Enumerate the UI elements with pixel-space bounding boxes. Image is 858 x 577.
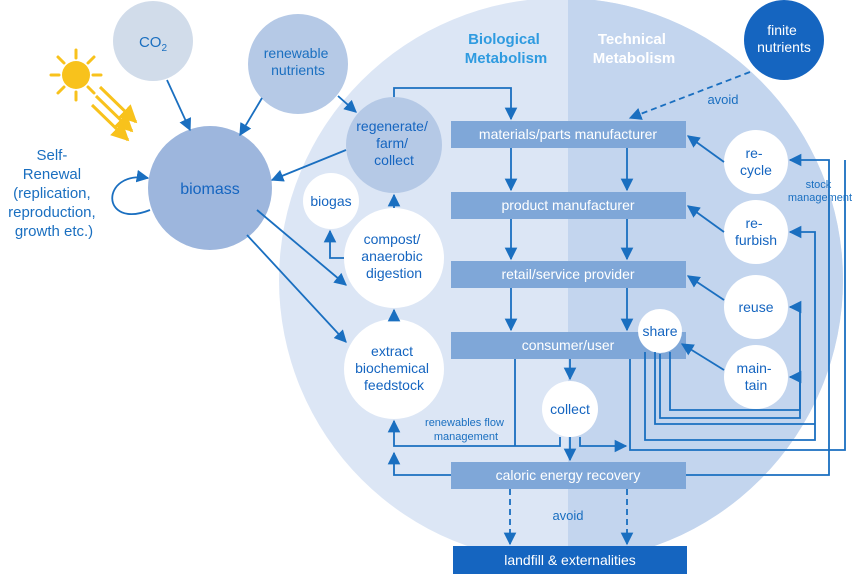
recycle-node: re- cycle [724,130,788,194]
maintain-node: main- tain [724,345,788,409]
renewables-flow-label: renewables flow management [425,417,507,443]
refurbish-node: re- furbish [724,200,788,264]
renewable-nutrients-node: renewable nutrients [248,14,348,114]
compost-node: compost/ anaerobic digestion [344,208,444,308]
collect-node: collect [542,381,598,437]
co2-node: CO2 [113,1,193,81]
product-bar: product manufacturer [451,192,686,219]
biogas-node: biogas [303,173,359,229]
caloric-bar: caloric energy recovery [451,462,686,489]
avoid-label-bottom: avoid [552,508,583,523]
flow-arrows [111,71,846,546]
biomass-node: biomass [148,126,272,250]
svg-text:share: share [642,323,677,339]
svg-text:finite nutrients: finite nutrients [757,22,811,55]
svg-text:CO2: CO2 [139,34,168,54]
svg-text:regenerate/ farm/: regenerate/ farm/ collect [356,118,432,168]
stock-management-label: stock management [788,179,852,204]
avoid-label-top: avoid [707,92,738,107]
technical-metabolism-title: Technical Metabolism [593,31,676,67]
svg-text:reuse: reuse [738,299,773,315]
svg-text:biomass: biomass [180,181,240,198]
retail-bar: retail/service provider [451,261,686,288]
regenerate-node: regenerate/ farm/ collect [346,97,442,193]
landfill-bar: landfill & externalities [453,546,687,574]
biological-metabolism-title: Biological Metabolism [465,31,548,67]
svg-text:product manufacturer: product manufacturer [501,197,634,213]
svg-text:re- cycle: re- cycle [740,145,772,178]
svg-text:biogas: biogas [310,193,351,209]
svg-text:main- tain: main- tain [737,360,776,393]
self-renewal-label: Self- Renewal (replication, reproduction… [8,147,100,240]
svg-text:renewable nutrients: renewable nutrients [264,45,333,78]
materials-bar: materials/parts manufacturer [451,121,686,148]
svg-text:re- furbish: re- furbish [735,215,777,248]
svg-text:collect: collect [550,401,590,417]
finite-nutrients-node: finite nutrients [744,0,824,80]
svg-text:caloric energy recovery: caloric energy recovery [496,467,641,483]
svg-text:landfill & externalities: landfill & externalities [504,552,636,568]
svg-text:consumer/user: consumer/user [522,337,615,353]
svg-text:materials/parts manufacturer: materials/parts manufacturer [479,126,658,142]
svg-text:retail/service provider: retail/service provider [501,266,634,282]
sun-icon [49,48,138,142]
share-node: share [638,309,682,353]
reuse-node: reuse [724,275,788,339]
svg-text:compost/ anaerobic: compost/ anaerobic digestion [361,231,426,281]
svg-text:extract biochemical: extract biochemical feedstock [355,343,433,393]
extract-node: extract biochemical feedstock [344,319,444,419]
